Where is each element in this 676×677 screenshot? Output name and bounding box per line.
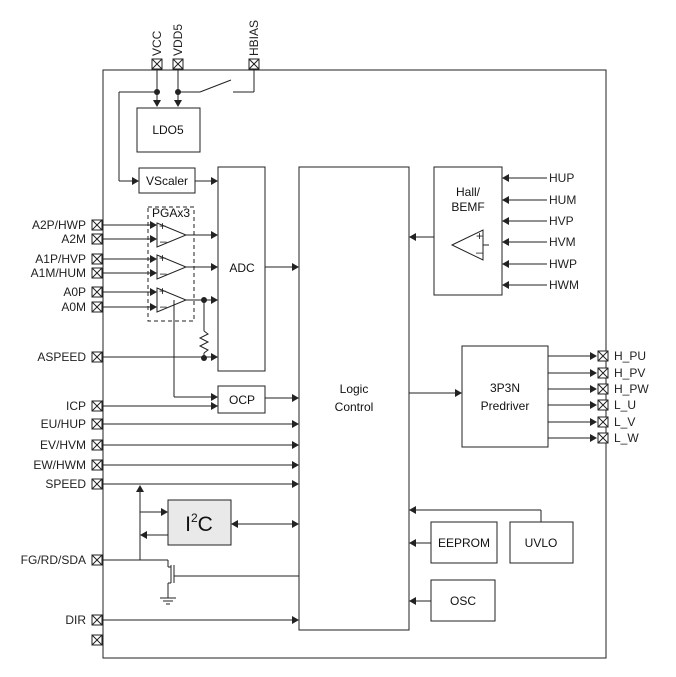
svg-text:UVLO: UVLO (525, 536, 558, 550)
hall-hvp-label: HVP (549, 214, 574, 228)
pin-a1m (91, 267, 103, 279)
pin-hpv (597, 367, 609, 379)
pin-hbias (248, 58, 260, 70)
hall-hwm-label: HWM (549, 278, 579, 292)
pin-icp-label: ICP (66, 399, 86, 413)
svg-text:PGAx3: PGAx3 (152, 206, 190, 220)
pin-icp (91, 400, 103, 412)
svg-text:OSC: OSC (450, 594, 476, 608)
pin-hpu (597, 350, 609, 362)
pin-evhvm (91, 439, 103, 451)
pin-a1p (91, 253, 103, 265)
pin-a0m (91, 301, 103, 313)
logic-inputs (102, 402, 299, 624)
svg-text:+: + (159, 219, 166, 233)
svg-text:OCP: OCP (229, 393, 255, 407)
hall-hum-label: HUM (549, 193, 576, 207)
pin-ewhwm (91, 459, 103, 471)
power-wiring (118, 69, 255, 185)
pin-hpu-label: H_PU (614, 349, 646, 363)
pin-hbias-label: HBIAS (247, 20, 261, 56)
svg-text:Control: Control (335, 400, 374, 414)
hall-bemf-block: Hall/ BEMF + – (409, 166, 503, 296)
hall-hup-label: HUP (549, 171, 574, 185)
pin-lu-label: L_U (614, 398, 636, 412)
chip-outline (102, 69, 607, 659)
pin-hpv-label: H_PV (614, 366, 645, 380)
uvlo-block: UVLO (409, 506, 574, 564)
vscaler-block: VScaler (138, 167, 218, 194)
logic-control-block: Logic Control (298, 166, 410, 631)
pin-unlabeled (91, 634, 103, 646)
ldo5-block: LDO5 (136, 107, 201, 153)
pin-lu (597, 399, 609, 411)
svg-text:I2C: I2C (185, 511, 213, 536)
pin-a0p-label: A0P (63, 285, 86, 299)
svg-text:Predriver: Predriver (481, 399, 530, 413)
pga-wiring (102, 221, 218, 401)
left-pins: A2P/HWP A2M A1P/HVP A1M/HUM A0P A0M ASPE… (21, 218, 103, 646)
pin-dir (91, 614, 103, 626)
svg-text:–: – (476, 245, 483, 259)
pin-euhup-label: EU/HUP (41, 417, 86, 431)
pin-a2p (91, 219, 103, 231)
pga-block: PGAx3 + – + – + – (147, 206, 195, 322)
pin-speed (91, 478, 103, 490)
pin-fg (91, 554, 103, 566)
pin-a1m-label: A1M/HUM (31, 266, 86, 280)
pin-ewhwm-label: EW/HWM (33, 458, 86, 472)
svg-text:LDO5: LDO5 (152, 123, 184, 137)
pin-a2p-label: A2P/HWP (32, 218, 86, 232)
pin-fg-label: FG/RD/SDA (21, 553, 86, 567)
pin-hpw-label: H_PW (614, 382, 649, 396)
pin-a2m-label: A2M (61, 232, 86, 246)
pin-vcc (151, 58, 163, 70)
pin-a2m (91, 233, 103, 245)
ocp-block: OCP (217, 385, 299, 414)
svg-text:EEPROM: EEPROM (438, 536, 490, 550)
pin-aspeed (91, 351, 103, 363)
eeprom-block: EEPROM (409, 521, 498, 564)
svg-text:Hall/: Hall/ (456, 185, 481, 199)
pin-hpw (597, 383, 609, 395)
svg-text:–: – (160, 234, 167, 248)
svg-text:Logic: Logic (340, 382, 369, 396)
pin-euhup (91, 418, 103, 430)
top-pins: VCC VDD5 HBIAS (150, 20, 261, 70)
svg-text:–: – (160, 299, 167, 313)
pin-lv-label: L_V (614, 415, 635, 429)
svg-text:VScaler: VScaler (146, 174, 188, 188)
svg-text:3P3N: 3P3N (490, 381, 520, 395)
pin-lv (597, 416, 609, 428)
i2c-block: I2C (102, 485, 299, 605)
pin-lw (597, 432, 609, 444)
svg-text:+: + (159, 284, 166, 298)
pin-evhvm-label: EV/HVM (40, 438, 86, 452)
predriver-block: 3P3N Predriver (409, 345, 549, 448)
pin-lw-label: L_W (614, 431, 639, 445)
svg-text:BEMF: BEMF (451, 200, 484, 214)
pin-vdd5 (172, 58, 184, 70)
svg-text:ADC: ADC (229, 261, 255, 275)
hall-hvm-label: HVM (549, 235, 576, 249)
pin-aspeed-label: ASPEED (37, 350, 86, 364)
predriver-outputs (548, 352, 597, 442)
pin-vcc-label: VCC (150, 30, 164, 56)
svg-text:–: – (160, 266, 167, 280)
hall-hwp-label: HWP (549, 257, 577, 271)
svg-text:+: + (476, 229, 483, 243)
pin-a0p (91, 286, 103, 298)
pin-vdd5-label: VDD5 (171, 24, 185, 56)
pin-a1p-label: A1P/HVP (35, 252, 86, 266)
pin-a0m-label: A0M (61, 300, 86, 314)
svg-text:+: + (159, 251, 166, 265)
hall-inputs: HUP HUM HVP HVM HWP HWM (502, 171, 579, 292)
osc-block: OSC (409, 579, 496, 622)
pin-speed-label: SPEED (45, 477, 86, 491)
pin-dir-label: DIR (65, 613, 86, 627)
adc-block: ADC (217, 166, 299, 372)
right-pins: H_PU H_PV H_PW L_U L_V L_W (597, 349, 649, 445)
